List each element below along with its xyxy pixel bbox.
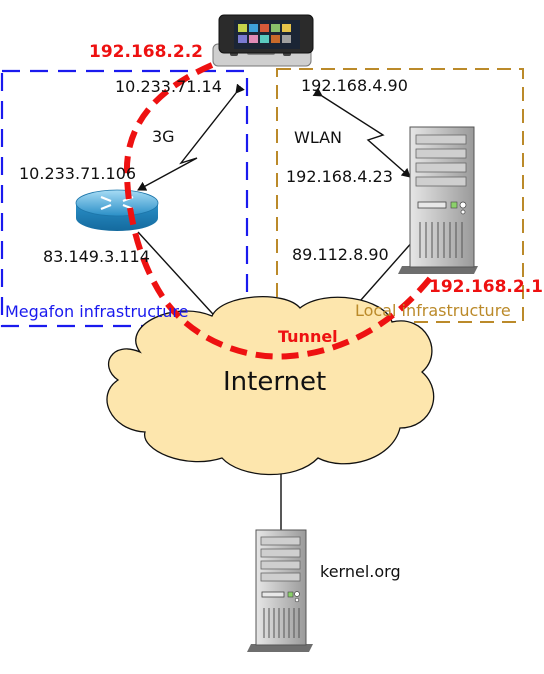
link-wlan [312, 87, 411, 178]
internet-cloud [106, 296, 435, 476]
local-server-icon [398, 126, 478, 274]
kernel-server-icon [247, 529, 313, 652]
tunnel-label: Tunnel [278, 327, 338, 346]
local-region-label: Local infrastructure [355, 301, 511, 320]
megafon-region-label: Megafon infrastructure [5, 302, 188, 321]
router-internet-link [137, 231, 223, 325]
link-3g-label: 3G [152, 127, 175, 146]
tunnel-path [123, 62, 435, 360]
router-outer-ip: 83.149.3.114 [43, 247, 150, 266]
server-wlan-ip: 192.168.4.23 [286, 167, 393, 186]
kernel-server-label: kernel.org [320, 562, 401, 581]
router-inner-ip: 10.233.71.106 [19, 164, 136, 183]
link-3g [137, 83, 245, 191]
megafon-region-border [0, 69, 249, 328]
phone-3g-ip: 10.233.71.14 [115, 77, 222, 96]
internet-label: Internet [223, 367, 326, 397]
link-wlan-label: WLAN [294, 128, 342, 147]
phone-tunnel-ip: 192.168.2.2 [89, 42, 203, 62]
server-tunnel-ip: 192.168.2.1 [429, 277, 543, 297]
phone-device [212, 14, 314, 67]
router-icon [75, 189, 159, 231]
phone-wlan-ip: 192.168.4.90 [301, 76, 408, 95]
server-outer-ip: 89.112.8.90 [292, 245, 389, 264]
